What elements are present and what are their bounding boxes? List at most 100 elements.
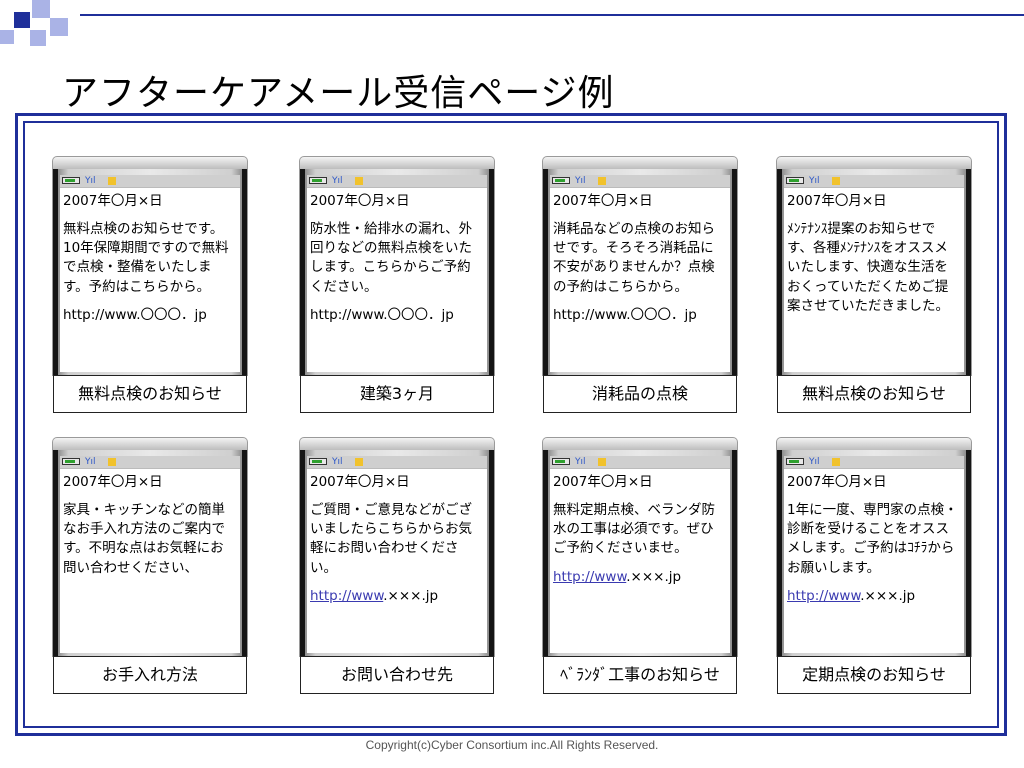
message-date: 2007年〇月×日 bbox=[553, 193, 653, 209]
message-url[interactable]: http://www.〇〇〇．jp bbox=[553, 306, 727, 325]
antenna-icon: Yıl bbox=[85, 457, 96, 467]
status-bar: Yıl bbox=[550, 456, 730, 469]
antenna-icon: Yıl bbox=[575, 457, 586, 467]
url-text: .×××.jp bbox=[383, 587, 439, 604]
phone-screen: Yıl 2007年〇月×日 家具・キッチンなどの簡単なお手入れ方法のご案内です。… bbox=[60, 456, 240, 653]
message-date: 2007年〇月×日 bbox=[787, 474, 887, 490]
phone-screen: Yıl 2007年〇月×日 無料点検のお知らせです。 10年保障期間ですので無料… bbox=[60, 175, 240, 372]
phone-top bbox=[300, 157, 494, 169]
antenna-icon: Yıl bbox=[575, 176, 586, 186]
message-url[interactable]: http://www.×××.jp bbox=[310, 587, 484, 606]
antenna-icon: Yıl bbox=[809, 457, 820, 467]
message-url[interactable]: http://www.×××.jp bbox=[787, 587, 961, 606]
phone-side bbox=[300, 450, 305, 656]
mail-icon bbox=[832, 458, 840, 466]
status-bar: Yıl bbox=[60, 175, 240, 188]
message-text: 1年に一度、専門家の点検・診断を受けることをオススメします。ご予約はｺﾁﾗからお… bbox=[787, 502, 958, 576]
status-bar: Yıl bbox=[307, 456, 487, 469]
phone-top bbox=[543, 157, 737, 169]
phone-side bbox=[777, 169, 782, 375]
mail-icon bbox=[832, 177, 840, 185]
message-body: 2007年〇月×日 ﾒﾝﾃﾅﾝｽ提案のお知らせです、各種ﾒﾝﾃﾅﾝｽをオススメい… bbox=[784, 188, 964, 316]
corner-square-dark bbox=[14, 12, 30, 28]
phone-caption: ﾍﾞﾗﾝﾀﾞ工事のお知らせ bbox=[543, 656, 737, 694]
corner-square-light bbox=[32, 0, 50, 18]
url-text: .×××.jp bbox=[626, 568, 682, 585]
message-date: 2007年〇月×日 bbox=[310, 193, 410, 209]
message-text: 無料点検のお知らせです。 10年保障期間ですので無料で点検・整備をいたします。予… bbox=[63, 221, 229, 295]
message-url[interactable]: http://www.〇〇〇．jp bbox=[310, 306, 484, 325]
phone-caption: お手入れ方法 bbox=[53, 656, 247, 694]
phone-side bbox=[53, 169, 58, 375]
phone-screen: Yıl 2007年〇月×日 防水性・給排水の漏れ、外回りなどの無料点検をいたしま… bbox=[307, 175, 487, 372]
message-text: 消耗品などの点検のお知らせです。そろそろ消耗品に不安がありませんか？点検の予約は… bbox=[553, 221, 715, 295]
message-url[interactable]: http://www.〇〇〇．jp bbox=[63, 306, 237, 325]
phone-side bbox=[543, 450, 548, 656]
phone-top bbox=[543, 438, 737, 450]
message-text: ﾒﾝﾃﾅﾝｽ提案のお知らせです、各種ﾒﾝﾃﾅﾝｽをオススメいたします、快適な生活… bbox=[787, 221, 949, 314]
message-body: 2007年〇月×日 無料定期点検、ベランダ防水の工事は必須です。ぜひご予約くださ… bbox=[550, 469, 730, 587]
antenna-icon: Yıl bbox=[332, 457, 343, 467]
url-text: http://www.〇〇〇．jp bbox=[63, 306, 207, 323]
phone-side bbox=[966, 450, 971, 656]
battery-icon bbox=[552, 458, 570, 465]
corner-square-light bbox=[50, 18, 68, 36]
message-body: 2007年〇月×日 ご質問・ご意見などがございましたらこちらからお気軽にお問い合… bbox=[307, 469, 487, 606]
phone-caption: 消耗品の点検 bbox=[543, 375, 737, 413]
status-bar: Yıl bbox=[307, 175, 487, 188]
phone-screen: Yıl 2007年〇月×日 消耗品などの点検のお知らせです。そろそろ消耗品に不安… bbox=[550, 175, 730, 372]
url-link[interactable]: http://www bbox=[553, 568, 627, 585]
page-title: アフターケアメール受信ページ例 bbox=[62, 73, 615, 114]
message-date: 2007年〇月×日 bbox=[553, 474, 653, 490]
antenna-icon: Yıl bbox=[85, 176, 96, 186]
antenna-icon: Yıl bbox=[809, 176, 820, 186]
corner-square-light bbox=[30, 30, 46, 46]
phone-top bbox=[777, 438, 971, 450]
message-text: 家具・キッチンなどの簡単なお手入れ方法のご案内です。不明な点はお気軽にお問い合わ… bbox=[63, 502, 225, 576]
phone-top bbox=[300, 438, 494, 450]
message-text: 防水性・給排水の漏れ、外回りなどの無料点検をいたします。こちらからご予約ください… bbox=[310, 221, 473, 295]
phone-side bbox=[732, 450, 737, 656]
battery-icon bbox=[62, 458, 80, 465]
phone-caption: 無料点検のお知らせ bbox=[777, 375, 971, 413]
message-body: 2007年〇月×日 1年に一度、専門家の点検・診断を受けることをオススメします。… bbox=[784, 469, 964, 606]
phone-side bbox=[489, 450, 494, 656]
url-link[interactable]: http://www bbox=[310, 587, 384, 604]
mail-icon bbox=[355, 177, 363, 185]
phone-top bbox=[777, 157, 971, 169]
phone-caption: 無料点検のお知らせ bbox=[53, 375, 247, 413]
phone-side bbox=[732, 169, 737, 375]
message-url[interactable]: http://www.×××.jp bbox=[553, 568, 727, 587]
message-date: 2007年〇月×日 bbox=[63, 193, 163, 209]
url-text: .×××.jp bbox=[860, 587, 916, 604]
phone-screen: Yıl 2007年〇月×日 1年に一度、専門家の点検・診断を受けることをオススメ… bbox=[784, 456, 964, 653]
url-link[interactable]: http://www bbox=[787, 587, 861, 604]
copyright-footer: Copyright(c)Cyber Consortium inc.All Rig… bbox=[365, 738, 659, 752]
message-date: 2007年〇月×日 bbox=[310, 474, 410, 490]
message-body: 2007年〇月×日 消耗品などの点検のお知らせです。そろそろ消耗品に不安がありま… bbox=[550, 188, 730, 325]
phone-screen: Yıl 2007年〇月×日 無料定期点検、ベランダ防水の工事は必須です。ぜひご予… bbox=[550, 456, 730, 653]
mail-icon bbox=[108, 177, 116, 185]
title-underline bbox=[80, 14, 1024, 16]
battery-icon bbox=[552, 177, 570, 184]
battery-icon bbox=[62, 177, 80, 184]
phone-side bbox=[242, 450, 247, 656]
message-body: 2007年〇月×日 無料点検のお知らせです。 10年保障期間ですので無料で点検・… bbox=[60, 188, 240, 325]
url-text: http://www.〇〇〇．jp bbox=[310, 306, 454, 323]
mail-icon bbox=[598, 458, 606, 466]
phone-side bbox=[53, 450, 58, 656]
battery-icon bbox=[309, 458, 327, 465]
phone-caption: 建築3ヶ月 bbox=[300, 375, 494, 413]
phone-top bbox=[53, 157, 247, 169]
phone-caption: お問い合わせ先 bbox=[300, 656, 494, 694]
phone-screen: Yıl 2007年〇月×日 ご質問・ご意見などがございましたらこちらからお気軽に… bbox=[307, 456, 487, 653]
phone-top bbox=[53, 438, 247, 450]
phone-side bbox=[966, 169, 971, 375]
phone-side bbox=[543, 169, 548, 375]
status-bar: Yıl bbox=[550, 175, 730, 188]
status-bar: Yıl bbox=[784, 175, 964, 188]
message-text: 無料定期点検、ベランダ防水の工事は必須です。ぜひご予約くださいませ。 bbox=[553, 502, 715, 557]
status-bar: Yıl bbox=[784, 456, 964, 469]
message-body: 2007年〇月×日 防水性・給排水の漏れ、外回りなどの無料点検をいたします。こち… bbox=[307, 188, 487, 325]
phone-side bbox=[777, 450, 782, 656]
